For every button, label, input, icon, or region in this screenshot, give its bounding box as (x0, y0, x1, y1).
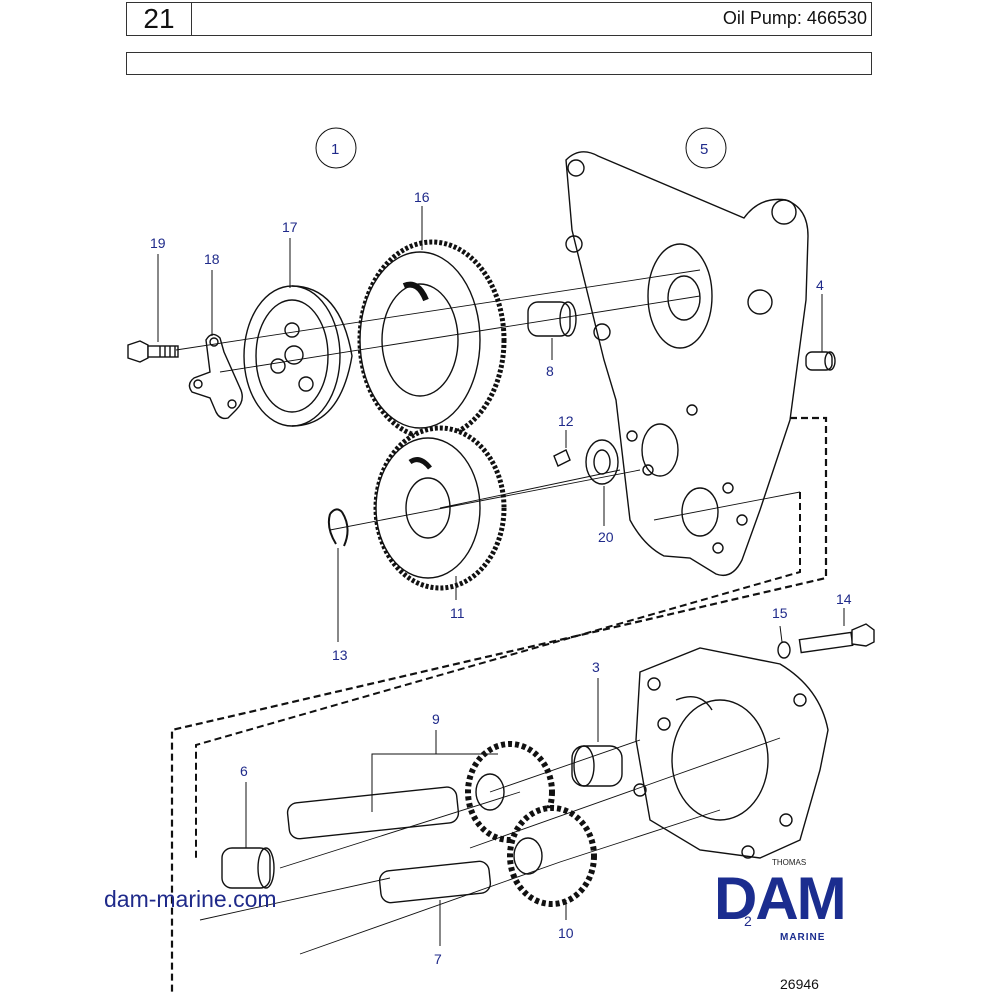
svg-text:1: 1 (331, 141, 339, 158)
callout-4: 4 (816, 277, 824, 293)
callout-7: 7 (434, 951, 442, 967)
callout-2: 2 (744, 913, 752, 929)
header-box: 21 Oil Pump: 466530 (126, 2, 872, 36)
assembly-boundary (170, 416, 828, 995)
bolt-part-14 (798, 623, 875, 654)
callout-13: 13 (332, 647, 348, 663)
bushing-part-3 (571, 745, 623, 787)
callout-19: 19 (150, 235, 166, 251)
ring-label-5: 5 (685, 127, 727, 169)
artist-signature: THOMAS (772, 858, 807, 867)
callout-16: 16 (414, 189, 430, 205)
bushing-part-8 (527, 301, 577, 337)
gear-part-16 (357, 239, 507, 441)
callout-18: 18 (204, 251, 220, 267)
bushing-part-6 (221, 847, 275, 889)
gear-part-10 (507, 805, 597, 907)
circlip-part-13 (327, 508, 349, 547)
key-part-12 (553, 449, 571, 467)
brand-subtitle: MARINE (780, 932, 826, 943)
brand-logo: DAM (714, 865, 847, 932)
callout-15: 15 (772, 605, 788, 621)
svg-text:5: 5 (700, 141, 708, 158)
callout-8: 8 (546, 363, 554, 379)
diagram-title: Oil Pump: 466530 (722, 8, 867, 28)
hub-part-17 (243, 285, 353, 427)
reference-number: 26946 (780, 976, 819, 992)
pump-housing-part-2 (633, 647, 829, 859)
assembly-lines (175, 269, 801, 955)
washer-part-15 (777, 641, 791, 659)
shaft-gear-part-9 (286, 741, 555, 843)
callout-11: 11 (450, 605, 465, 621)
callout-6: 6 (240, 763, 248, 779)
subheader-box (126, 52, 872, 75)
housing-part-5 (565, 151, 809, 577)
callout-20: 20 (598, 529, 614, 545)
callout-3: 3 (592, 659, 600, 675)
inner-boundary (195, 492, 801, 860)
leader-lines (157, 206, 845, 946)
callout-12: 12 (558, 413, 574, 429)
callout-10: 10 (558, 925, 574, 941)
ring-label-1: 1 (315, 127, 357, 169)
callout-17: 17 (282, 219, 298, 235)
callout-14: 14 (836, 591, 852, 607)
shaft-part-7 (378, 860, 492, 904)
page-number: 21 (127, 3, 192, 35)
bolt-part-19 (127, 340, 179, 363)
callout-9: 9 (432, 711, 440, 727)
dowel-part-4 (805, 351, 836, 371)
lock-plate-part-18 (188, 333, 243, 420)
site-url: dam-marine.com (104, 886, 277, 912)
gear-part-11 (373, 425, 507, 591)
